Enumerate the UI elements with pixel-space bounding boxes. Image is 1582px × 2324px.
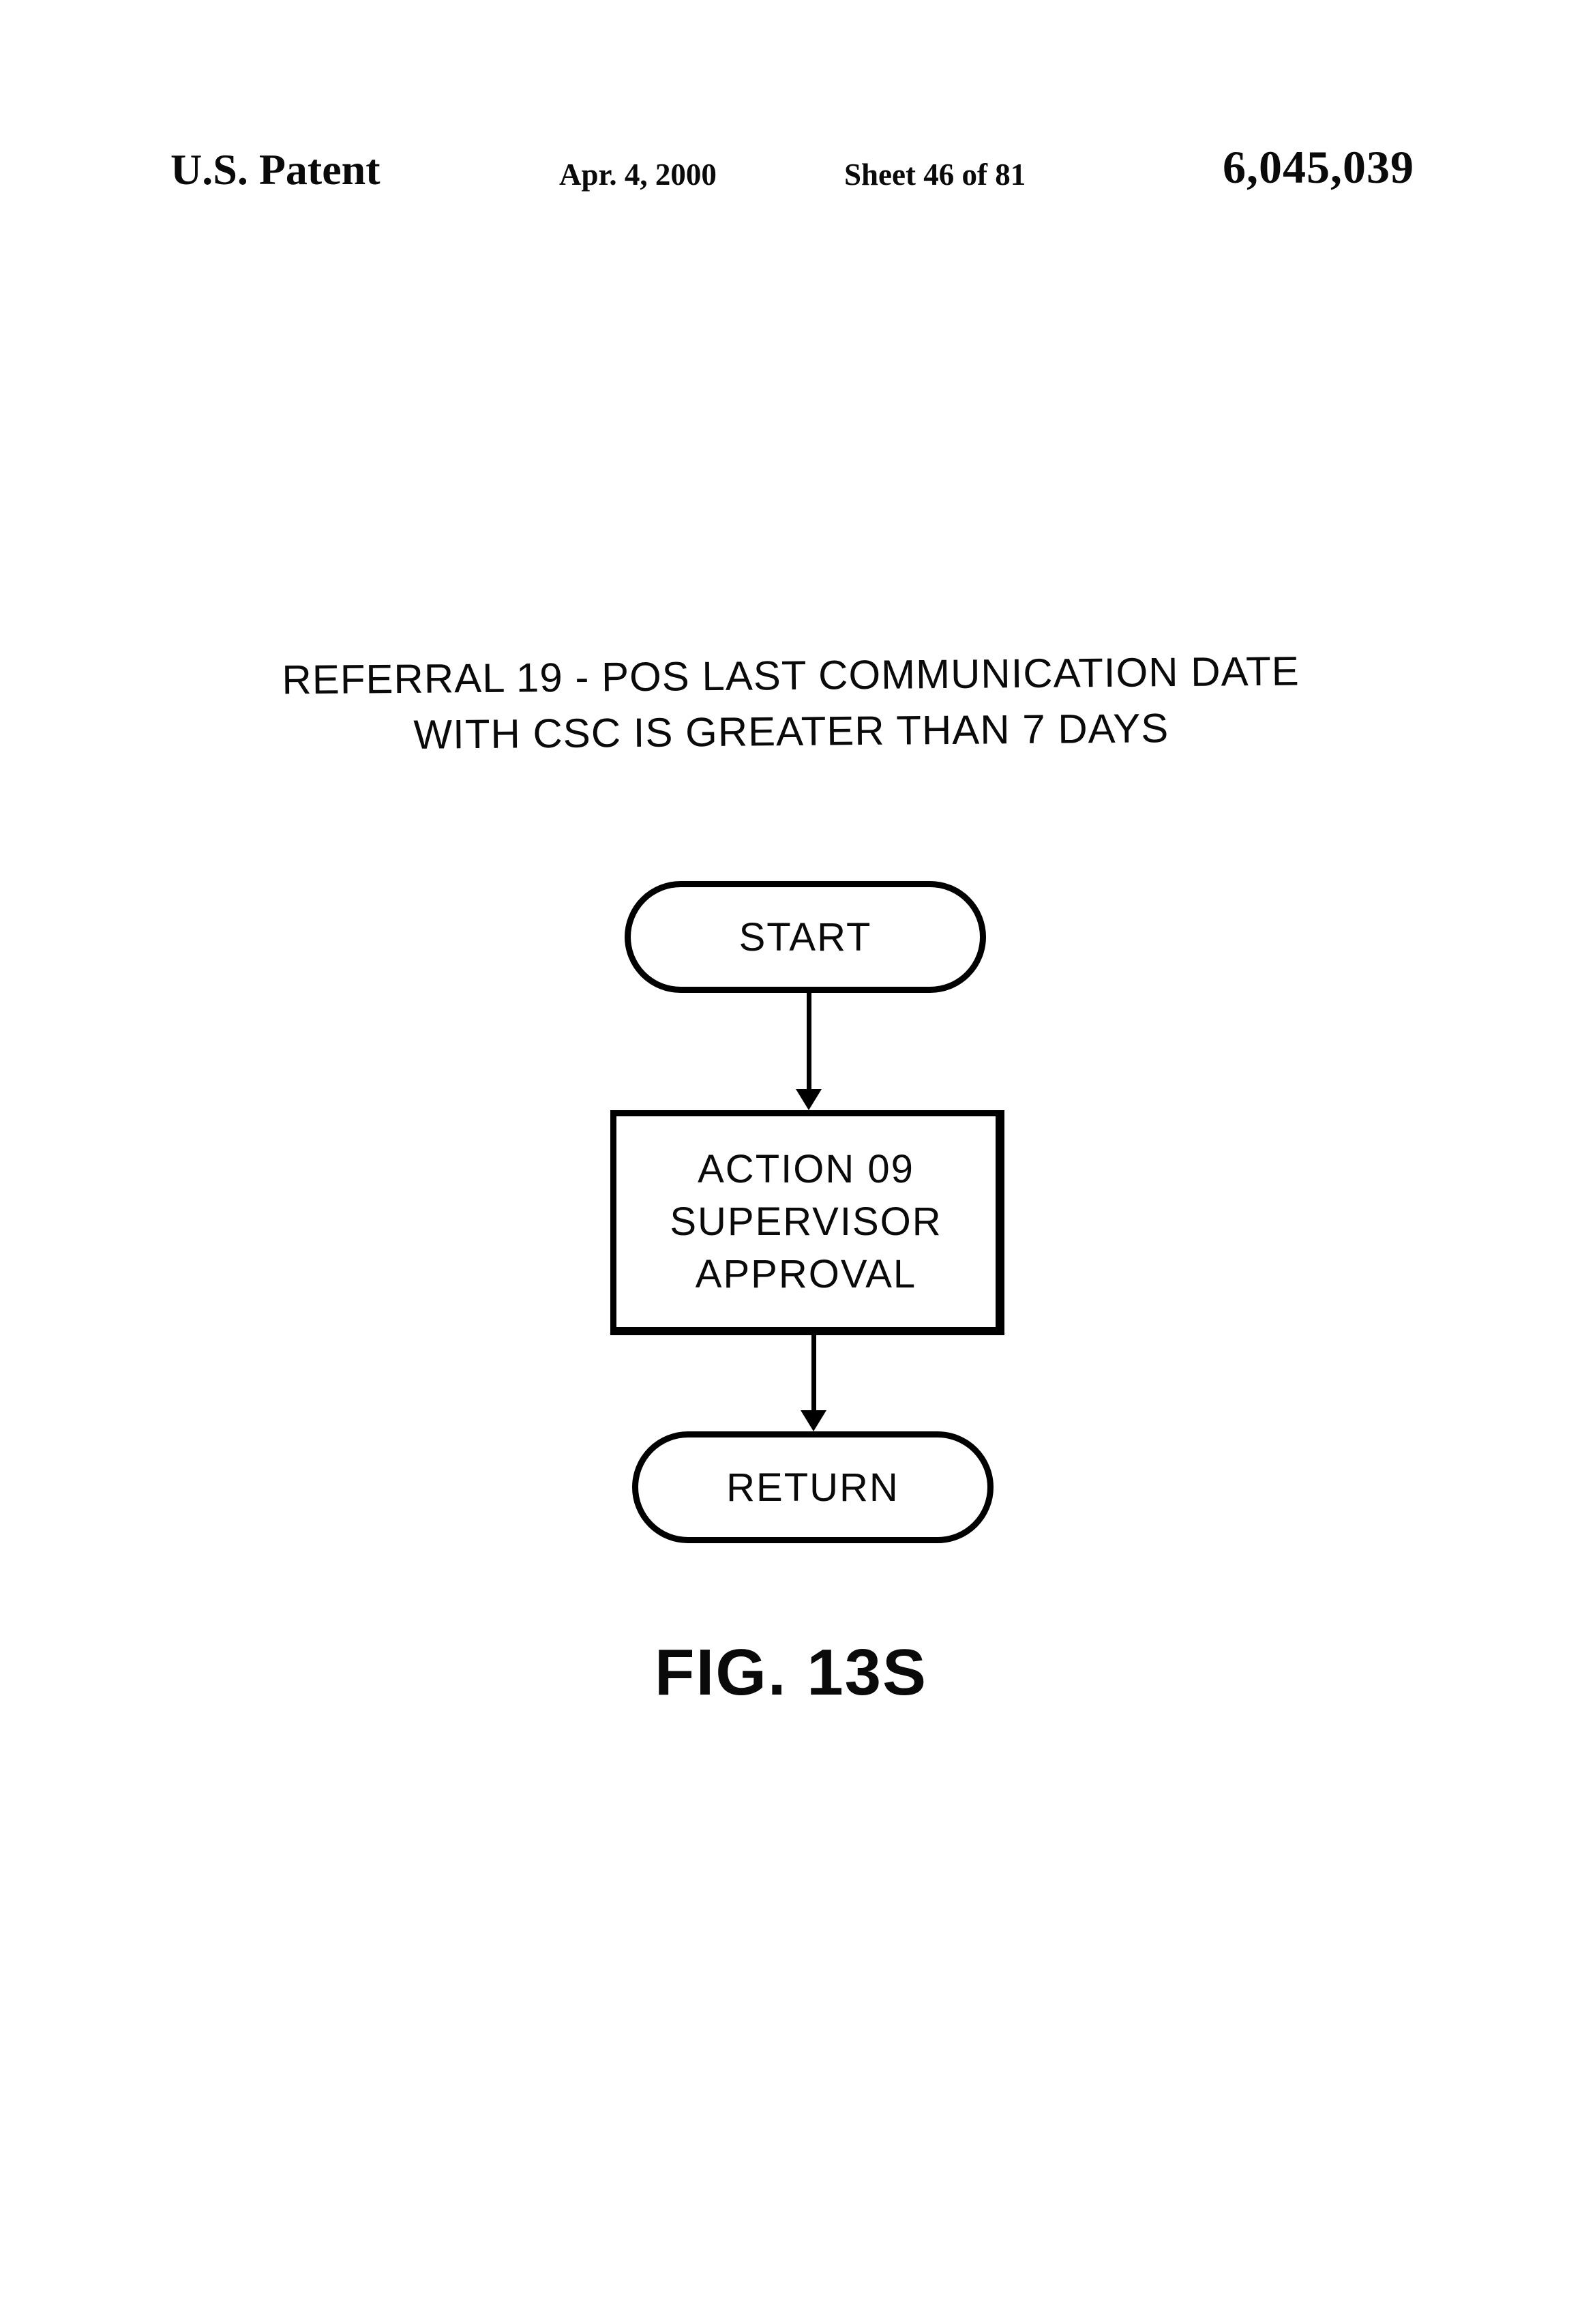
- action-node-line1: ACTION 09: [698, 1147, 914, 1191]
- flowchart-action-node: ACTION 09 SUPERVISOR APPROVAL: [610, 1110, 1004, 1335]
- patent-label: U.S. Patent: [170, 145, 380, 194]
- action-node-line2: SUPERVISOR: [670, 1200, 942, 1244]
- return-node-label: RETURN: [726, 1465, 899, 1510]
- patent-date: Apr. 4, 2000: [559, 158, 717, 192]
- figure-title: REFERRAL 19 - POS LAST COMMUNICATION DAT…: [0, 641, 1582, 766]
- start-node-label: START: [738, 914, 872, 959]
- patent-number: 6,045,039: [1223, 141, 1414, 193]
- arrow-head-icon: [801, 1410, 826, 1431]
- arrow-start-to-action: [792, 993, 826, 1110]
- arrow-line: [806, 993, 811, 1089]
- flowchart-return-node: RETURN: [632, 1431, 994, 1543]
- flowchart-start-node: START: [625, 881, 986, 993]
- arrow-action-to-return: [796, 1335, 831, 1431]
- sheet-number: Sheet 46 of 81: [844, 158, 1026, 192]
- arrow-head-icon: [796, 1089, 822, 1110]
- action-node-line3: APPROVAL: [695, 1252, 917, 1296]
- arrow-line: [811, 1335, 816, 1410]
- figure-caption: FIG. 13S: [654, 1636, 928, 1709]
